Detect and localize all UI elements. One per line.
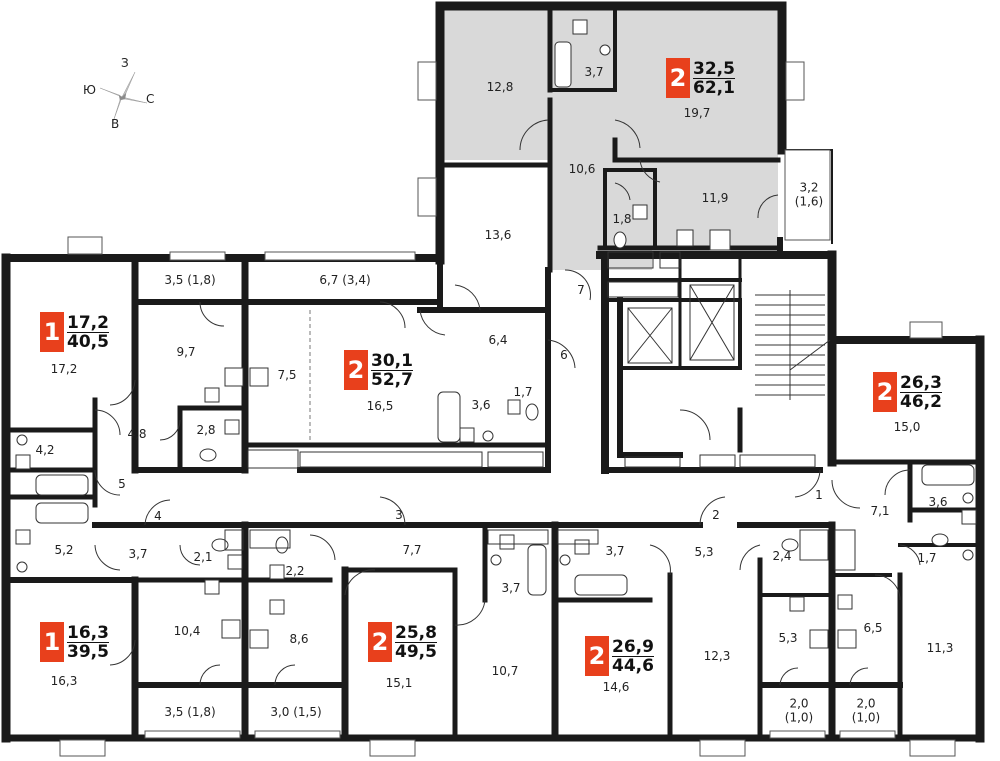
- room-area: 6,5: [863, 621, 883, 636]
- room-area: 1,8: [612, 212, 632, 227]
- room-count: 2: [585, 636, 609, 676]
- room-area: 15,0: [893, 420, 921, 435]
- room-area: 3,6: [928, 495, 948, 510]
- compass-west-label: Ю: [83, 83, 96, 97]
- room-area: 7,1: [870, 504, 890, 519]
- room-count: 1: [40, 312, 64, 352]
- entrance-door-number: 6: [560, 348, 568, 363]
- living-area: 26,3: [900, 372, 942, 393]
- room-count: 2: [368, 622, 392, 662]
- compass-north-label: З: [121, 56, 129, 70]
- room-area: 1,7: [917, 551, 937, 566]
- room-area: 2,1: [193, 550, 213, 565]
- room-area: 15,1: [385, 676, 413, 691]
- living-area: 25,8: [395, 622, 437, 643]
- entrance-door-number: 4: [154, 509, 162, 524]
- total-area: 62,1: [693, 77, 735, 98]
- room-area: 2,8: [196, 423, 216, 438]
- entrance-door-number: 1: [815, 488, 823, 503]
- door-swings: [94, 119, 921, 686]
- room-area: 12,8: [486, 80, 514, 95]
- living-area: 26,9: [612, 636, 654, 657]
- total-area: 52,7: [371, 369, 413, 390]
- room-area: 11,3: [926, 641, 954, 656]
- room-area: 16,3: [50, 674, 78, 689]
- room-area: 5,3: [694, 545, 714, 560]
- compass-east-label: С: [146, 92, 155, 106]
- total-area: 46,2: [900, 391, 942, 412]
- room-count: 2: [666, 58, 690, 98]
- room-area: 8,6: [289, 632, 309, 647]
- room-area: 9,7: [176, 345, 196, 360]
- balcony-area: 2,0 (1,0): [784, 696, 814, 725]
- room-area: 7,5: [277, 368, 297, 383]
- room-area: 10,6: [568, 162, 596, 177]
- room-area: 10,7: [491, 664, 519, 679]
- walls: [1, 1, 985, 743]
- room-count: 1: [40, 622, 64, 662]
- total-area: 44,6: [612, 655, 654, 676]
- wardrobes: [224, 251, 856, 571]
- room-count: 2: [344, 350, 368, 390]
- compass-south-label: В: [111, 117, 120, 131]
- room-area: 12,3: [703, 649, 731, 664]
- total-area: 40,5: [67, 331, 109, 352]
- room-area: 19,7: [683, 106, 711, 121]
- balcony-area: 3,2 (1,6): [794, 180, 824, 209]
- living-area: 32,5: [693, 58, 735, 79]
- room-area: 5,3: [778, 631, 798, 646]
- room-area: 14,6: [602, 680, 630, 695]
- room-area: 10,4: [173, 624, 201, 639]
- room-area: 16,5: [366, 399, 394, 414]
- room-area: 3,5 (1,8): [164, 273, 216, 288]
- total-area: 39,5: [67, 641, 109, 662]
- room-area: 6,4: [488, 333, 508, 348]
- balcony-area: 2,0 (1,0): [851, 696, 881, 725]
- room-area: 17,2: [50, 362, 78, 377]
- balcony-area: 3,0 (1,5): [270, 705, 322, 720]
- room-area: 7,7: [402, 543, 422, 558]
- entrance-door-number: 2: [712, 508, 720, 523]
- total-area: 49,5: [395, 641, 437, 662]
- room-area: 3,6: [471, 398, 491, 413]
- balcony-area: 3,5 (1,8): [164, 705, 216, 720]
- room-area: 3,7: [501, 581, 521, 596]
- room-area: 4,2: [35, 443, 55, 458]
- room-area: 5,2: [54, 543, 74, 558]
- room-area: 1,7: [513, 385, 533, 400]
- room-area: 11,9: [701, 191, 729, 206]
- room-area: 3,7: [128, 547, 148, 562]
- compass-rose-icon: [99, 71, 148, 123]
- entrance-door-number: 3: [395, 508, 403, 523]
- room-area: 13,6: [484, 228, 512, 243]
- core: [627, 284, 831, 400]
- living-area: 30,1: [371, 350, 413, 371]
- fixtures: [15, 19, 977, 649]
- room-area: 3,7: [605, 544, 625, 559]
- entrance-door-number: 7: [577, 283, 585, 298]
- room-area: 2,4: [772, 549, 792, 564]
- room-area: 6,7 (3,4): [319, 273, 371, 288]
- entrance-door-number: 5: [118, 477, 126, 492]
- windows: [59, 61, 956, 757]
- room-count: 2: [873, 372, 897, 412]
- room-area: 4,8: [127, 427, 147, 442]
- living-area: 17,2: [67, 312, 109, 333]
- room-area: 2,2: [285, 564, 305, 579]
- selected-apartment[interactable]: [440, 6, 782, 270]
- living-area: 16,3: [67, 622, 109, 643]
- room-area: 3,7: [584, 65, 604, 80]
